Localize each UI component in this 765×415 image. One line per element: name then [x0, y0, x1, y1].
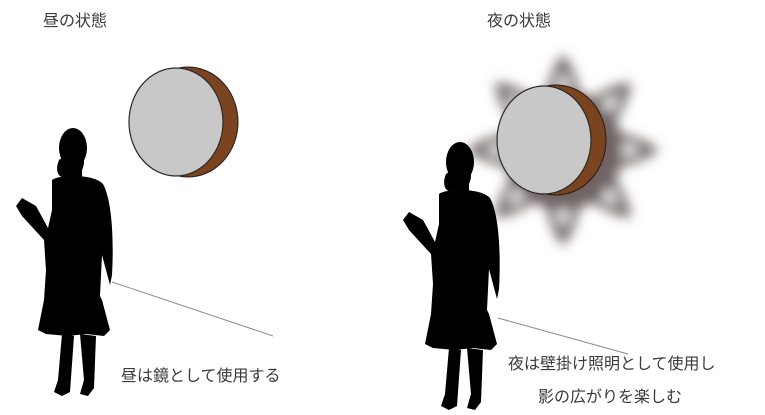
night-title: 夜の状態	[487, 11, 552, 30]
day-caption: 昼は鏡として使用する	[121, 366, 281, 385]
night-leader-line	[497, 317, 629, 355]
night-caption-line1: 夜は壁掛け照明として使用し	[508, 354, 716, 373]
day-woman-silhouette	[16, 128, 113, 396]
day-mirror	[128, 66, 239, 178]
night-woman-silhouette	[403, 142, 500, 410]
night-caption-line2: 影の広がりを楽しむ	[538, 387, 683, 406]
day-leader-line	[111, 281, 274, 337]
day-title: 昼の状態	[43, 11, 108, 30]
night-mirror	[496, 84, 607, 196]
